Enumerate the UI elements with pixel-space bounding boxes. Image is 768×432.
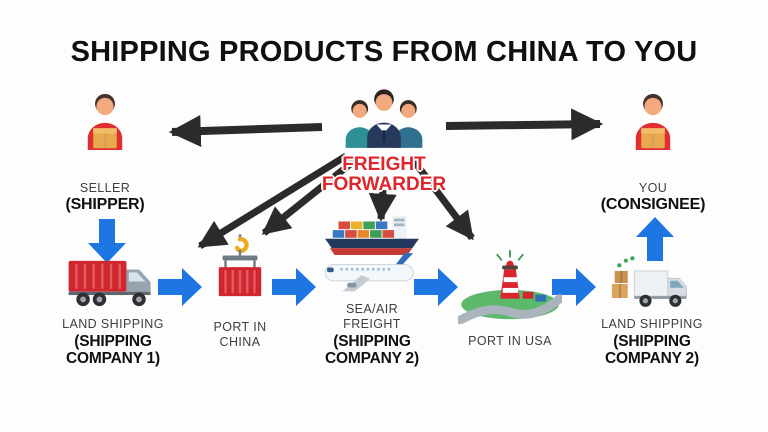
land-shipping-2-label: LAND SHIPPING (SHIPPING COMPANY 2) [584,317,720,368]
port-in-usa-label-block: PORT IN USA [450,334,570,349]
sea-air-freight-label: SEA/AIR FREIGHT [343,302,401,331]
arrow-down-seller-to-truck-icon [88,219,126,263]
freight-forwarder-label: FREIGHT FORWARDER [321,154,447,195]
seller-sublabel: (SHIPPER) [65,196,145,213]
land-shipping-2-title: LAND SHIPPING [601,317,703,331]
seller-label: SELLER [79,181,131,195]
shipping-company-2b-label: (SHIPPING COMPANY 2) [605,333,699,368]
truck-icon [66,256,158,315]
consignee-node: YOU (CONSIGNEE) [588,92,718,214]
consignee-label: YOU [638,181,668,195]
consignee-person-box-icon [625,92,681,155]
seller-node: SELLER (SHIPPER) [55,92,155,214]
port-in-china-label: PORT IN CHINA [213,320,267,349]
arrow-right-usa-to-van-icon [552,268,596,306]
consignee-sublabel: (CONSIGNEE) [600,196,706,213]
sea-air-freight-label-block: SEA/AIR FREIGHT (SHIPPING COMPANY 2) [310,302,434,368]
shipping-company-2-label: (SHIPPING COMPANY 2) [325,333,419,368]
port-in-china-label-block: PORT IN CHINA [205,320,275,350]
arrow-right-truck-to-port-icon [158,268,202,306]
port-in-usa-label: PORT IN USA [468,334,552,348]
ship-plane-icon [316,210,428,305]
arrow-right-port-to-freight-icon [272,268,316,306]
seller-person-box-icon [77,92,133,155]
land-shipping-1-label: LAND SHIPPING (SHIPPING COMPANY 1) [46,317,180,368]
lighthouse-port-icon [455,248,565,329]
arrow-up-van-to-consignee-icon [636,217,674,261]
freight-forwarder-node: FREIGHT FORWARDER [304,86,464,195]
freight-forwarder-team-icon [326,86,442,153]
land-shipping-1-title: LAND SHIPPING [62,317,164,331]
page-title: SHIPPING PRODUCTS FROM CHINA TO YOU [70,36,698,68]
arrow-right-freight-to-usa-icon [414,268,458,306]
container-crane-icon [212,234,268,313]
shipping-company-1-label: (SHIPPING COMPANY 1) [66,333,160,368]
delivery-van-icon [606,256,698,317]
